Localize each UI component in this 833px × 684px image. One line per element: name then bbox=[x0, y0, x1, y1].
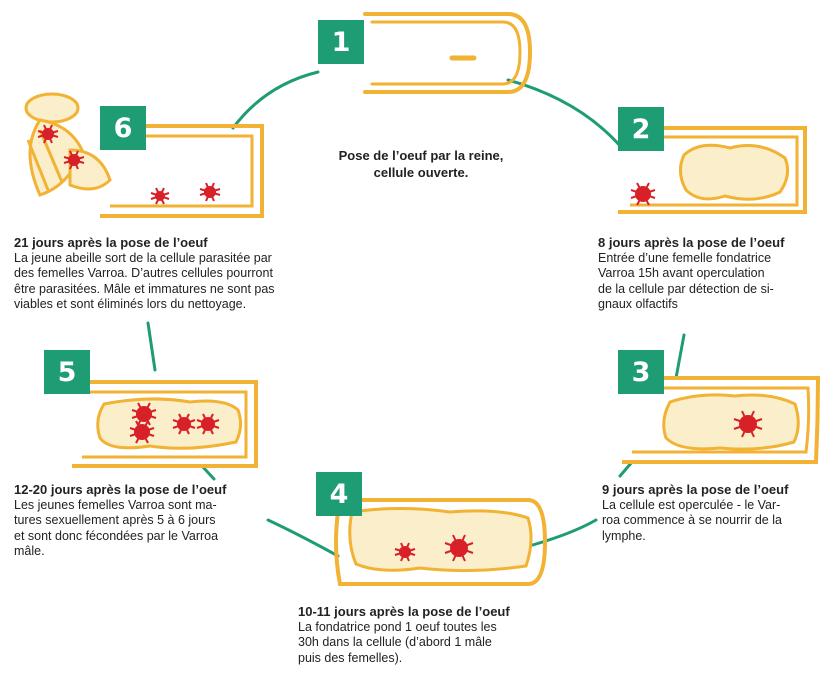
varroa-mite bbox=[630, 182, 656, 206]
stage-5-description: 12-20 jours après la pose de l’oeuf Les … bbox=[14, 482, 289, 560]
cell-3-capped-cell bbox=[622, 376, 821, 464]
stage-2-title: 8 jours après la pose de l’oeuf bbox=[598, 235, 785, 250]
connector-4-12day bbox=[266, 518, 340, 558]
bee-icon bbox=[24, 92, 112, 197]
connector-3-9day bbox=[618, 460, 634, 478]
stage-2-text: Entrée d’une femelle fondatrice Varroa 1… bbox=[598, 250, 774, 312]
connector-2-3 bbox=[674, 333, 686, 380]
stage-1-label: Pose de l’oeuf par la reine, cellule ouv… bbox=[338, 148, 504, 180]
varroa-mite bbox=[196, 413, 220, 435]
varroa-mite bbox=[37, 124, 59, 144]
stage-3-title: 9 jours après la pose de l’oeuf bbox=[602, 482, 789, 497]
varroa-mite bbox=[199, 182, 221, 202]
stage-3-text: La cellule est operculée - le Var- roa c… bbox=[602, 497, 782, 543]
varroa-mite bbox=[131, 402, 157, 426]
stage-2-badge: 2 bbox=[618, 107, 664, 151]
stage-6-title: 21 jours après la pose de l’oeuf bbox=[14, 235, 208, 250]
cell-4-capped-egg-laying bbox=[334, 498, 548, 586]
stage-4-text: La fondatrice pond 1 oeuf toutes les 30h… bbox=[298, 619, 497, 665]
connector-1-2 bbox=[506, 78, 624, 150]
connector-6-5 bbox=[146, 321, 157, 372]
stage-3-badge: 3 bbox=[618, 350, 664, 394]
stage-5-text: Les jeunes femelles Varroa sont ma- ture… bbox=[14, 497, 219, 559]
varroa-mite bbox=[129, 420, 155, 444]
stage-5-title: 12-20 jours après la pose de l’oeuf bbox=[14, 482, 227, 497]
cell-1-open-with-egg bbox=[363, 12, 533, 94]
stage-3-description: 9 jours après la pose de l’oeuf La cellu… bbox=[602, 482, 832, 544]
stage-6-text: La jeune abeille sort de la cellule para… bbox=[14, 250, 275, 312]
stage-5-badge: 5 bbox=[44, 350, 90, 394]
stage-6-badge: 6 bbox=[100, 106, 146, 150]
stage-6-description: 21 jours après la pose de l’oeuf La jeun… bbox=[14, 235, 344, 313]
varroa-mite bbox=[150, 187, 170, 205]
stage-2-description: 8 jours après la pose de l’oeuf Entrée d… bbox=[598, 235, 828, 313]
cell-6-bee-emerging bbox=[24, 92, 264, 218]
connector-9day-4 bbox=[520, 518, 598, 550]
stage-4-title: 10-11 jours après la pose de l’oeuf bbox=[298, 604, 510, 619]
varroa-mite bbox=[733, 410, 763, 438]
connector-1-6 bbox=[231, 70, 320, 130]
varroa-mite bbox=[394, 542, 416, 562]
stage-4-description: 10-11 jours après la pose de l’oeuf La f… bbox=[298, 604, 568, 666]
cell-5-mating-varroa bbox=[72, 380, 258, 468]
stage-4-badge: 4 bbox=[316, 472, 362, 516]
varroa-mite bbox=[172, 413, 196, 435]
connector-5-text bbox=[200, 464, 216, 481]
varroa-mite bbox=[444, 534, 474, 562]
stage-1-badge: 1 bbox=[318, 20, 364, 64]
varroa-mite bbox=[63, 150, 85, 170]
cell-2-larva-varroa-entering bbox=[618, 126, 807, 214]
